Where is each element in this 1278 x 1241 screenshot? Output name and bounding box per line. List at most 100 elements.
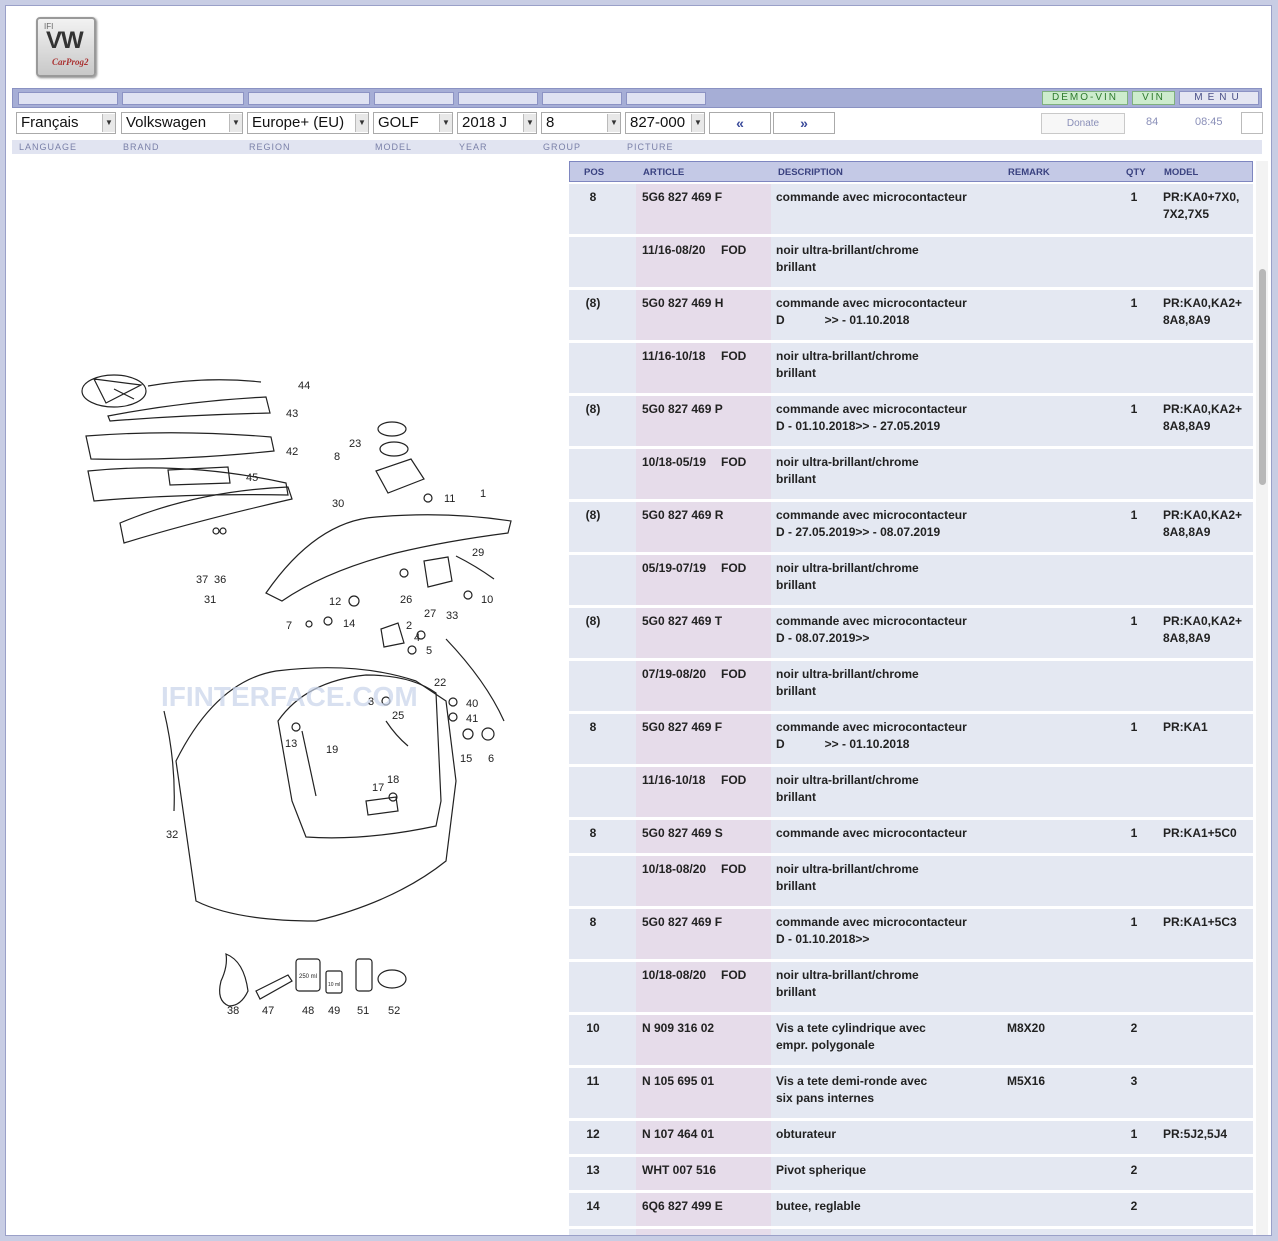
- callout-label[interactable]: 17: [372, 782, 384, 794]
- callout-label[interactable]: 36: [214, 574, 226, 586]
- pos-cell: 13: [586, 1163, 600, 1177]
- screw-4: [416, 630, 426, 640]
- picture-select[interactable]: 827-000▼: [625, 112, 705, 134]
- callout-label[interactable]: 32: [166, 829, 178, 841]
- stay-29: [455, 555, 495, 580]
- blank-box[interactable]: [1241, 112, 1263, 134]
- callout-label[interactable]: 42: [286, 446, 298, 458]
- callout-label[interactable]: 4: [414, 632, 420, 644]
- table-row[interactable]: [569, 1229, 1253, 1235]
- callout-label[interactable]: 23: [349, 438, 361, 450]
- callout-label[interactable]: 40: [466, 698, 478, 710]
- callout-label[interactable]: 43: [286, 408, 298, 420]
- callout-label[interactable]: 26: [400, 594, 412, 606]
- callout-label[interactable]: 1: [480, 488, 486, 500]
- callout-label[interactable]: 44: [298, 380, 310, 392]
- callout-label[interactable]: 33: [446, 610, 458, 622]
- callout-label[interactable]: 52: [388, 1005, 400, 1017]
- callout-label[interactable]: 12: [329, 596, 341, 608]
- callout-label[interactable]: 51: [357, 1005, 369, 1017]
- callout-label[interactable]: 27: [424, 608, 436, 620]
- logo-vw-text: VW: [46, 27, 84, 54]
- menu-button[interactable]: MENU: [1179, 91, 1259, 105]
- callout-label[interactable]: 14: [343, 618, 355, 630]
- trim-strip-44: [147, 379, 262, 387]
- model-select[interactable]: GOLF▼: [373, 112, 453, 134]
- article-header: ARTICLE: [643, 167, 685, 178]
- donate-button[interactable]: Donate: [1041, 113, 1125, 134]
- callout-label[interactable]: 11: [444, 493, 455, 505]
- group-select[interactable]: 8▼: [541, 112, 621, 134]
- region-select[interactable]: Europe+ (EU)▼: [247, 112, 369, 134]
- model-cell: PR:5J2,5J4: [1163, 1127, 1228, 1141]
- can-48: [295, 958, 321, 992]
- article-cell: 10/18-08/20: [642, 968, 707, 982]
- callout-label[interactable]: 3: [368, 696, 374, 708]
- callout-label[interactable]: 2: [406, 620, 412, 632]
- can-10-label: 10 ml: [328, 982, 340, 988]
- spoiler-42: [85, 432, 275, 460]
- scrollbar-thumb[interactable]: [1259, 269, 1266, 485]
- callout-label[interactable]: 38: [227, 1005, 239, 1017]
- vin-button[interactable]: VIN: [1132, 91, 1175, 105]
- callout-label[interactable]: 18: [387, 774, 399, 786]
- brand-select[interactable]: Volkswagen▼: [121, 112, 243, 134]
- callout-label[interactable]: 25: [392, 710, 404, 722]
- year-label: YEAR: [459, 142, 488, 152]
- callout-label[interactable]: 48: [302, 1005, 314, 1017]
- callout-label[interactable]: 29: [472, 547, 484, 559]
- callout-label[interactable]: 22: [434, 677, 446, 689]
- callout-label[interactable]: 30: [332, 498, 344, 510]
- article-cell-bg: [636, 184, 771, 234]
- callout-label[interactable]: 37: [196, 574, 208, 586]
- top-toolbar: DEMO-VIN VIN MENU: [12, 88, 1262, 108]
- previous-picture-button[interactable]: «: [709, 112, 771, 134]
- vw-carprog-logo[interactable]: IFI VW CarProg2: [36, 17, 96, 77]
- callout-label[interactable]: 15: [460, 753, 472, 765]
- callout-label[interactable]: 45: [246, 472, 258, 484]
- brand-label: BRAND: [123, 142, 160, 152]
- callout-label[interactable]: 31: [204, 594, 216, 606]
- callout-label[interactable]: 5: [426, 645, 432, 657]
- callout-label[interactable]: 41: [466, 713, 478, 725]
- callout-label[interactable]: 8: [334, 451, 340, 463]
- callout-label[interactable]: 7: [286, 620, 292, 632]
- year-header-slot: [458, 92, 538, 105]
- callout-label[interactable]: 6: [488, 753, 494, 765]
- next-picture-button[interactable]: »: [773, 112, 835, 134]
- vertical-scrollbar[interactable]: [1256, 161, 1268, 1235]
- callout-label[interactable]: 19: [326, 744, 338, 756]
- language-select[interactable]: Français▼: [16, 112, 116, 134]
- year-select[interactable]: 2018 J▼: [457, 112, 537, 134]
- pos-header: POS: [584, 167, 605, 178]
- description-cell: obturateur: [776, 1127, 836, 1141]
- callout-label[interactable]: 10: [481, 594, 493, 606]
- callout-label[interactable]: 47: [262, 1005, 274, 1017]
- callout-label[interactable]: 49: [328, 1005, 340, 1017]
- demo-vin-button[interactable]: DEMO-VIN: [1042, 91, 1128, 105]
- model-value: GOLF: [378, 114, 419, 131]
- callout-label[interactable]: 13: [285, 738, 297, 750]
